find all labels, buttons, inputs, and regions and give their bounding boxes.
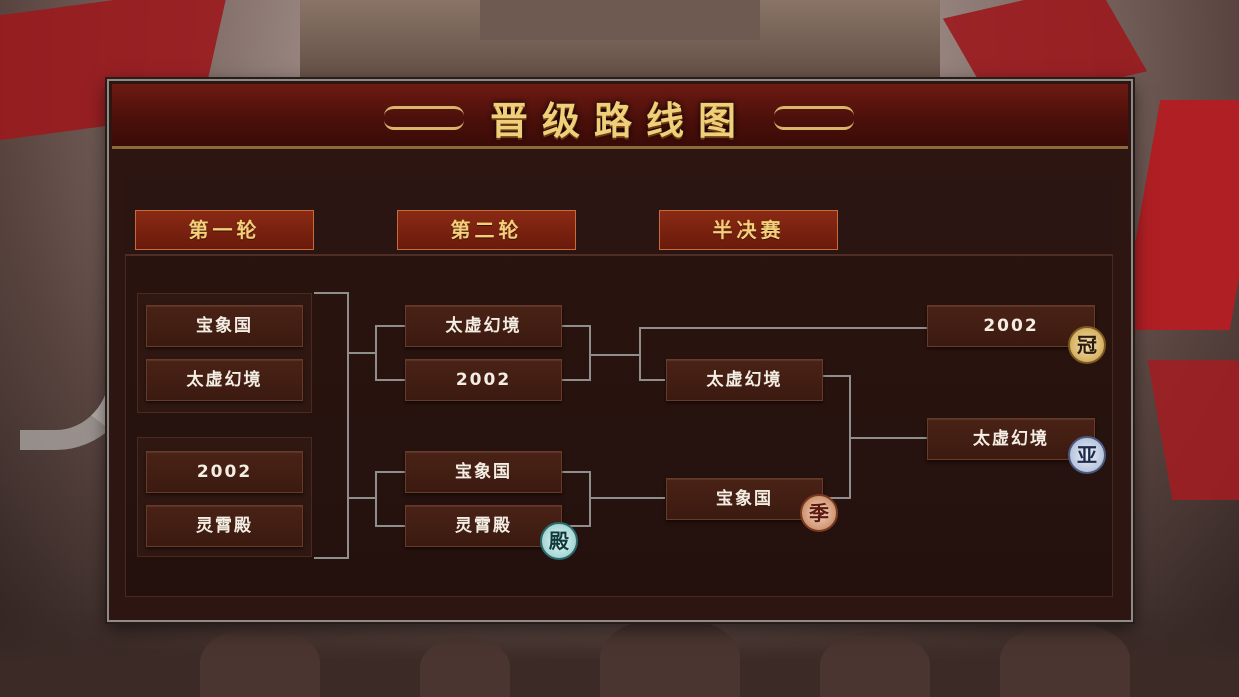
scroll-ornament-left xyxy=(384,106,464,130)
champion-seal-icon: 冠 xyxy=(1068,326,1106,364)
team-slot-semi-2[interactable]: 宝象国 xyxy=(666,478,823,520)
background-crowd xyxy=(0,607,1239,697)
team-slot-r2-2[interactable]: 2002 xyxy=(405,359,562,401)
panel-header: 晋级路线图 xyxy=(112,84,1128,149)
team-slot-r2-1[interactable]: 太虚幻境 xyxy=(405,305,562,347)
page-title: 晋级路线图 xyxy=(489,98,750,143)
team-slot-r2-4[interactable]: 灵霄殿 xyxy=(405,505,562,547)
team-slot-r1-2[interactable]: 太虚幻境 xyxy=(146,359,303,401)
scroll-ornament-right xyxy=(774,106,854,130)
round-label-semifinal: 半决赛 xyxy=(659,210,838,250)
team-slot-r1-1[interactable]: 宝象国 xyxy=(146,305,303,347)
fourth-place-seal-icon: 殿 xyxy=(540,522,578,560)
runner-up-seal-icon: 亚 xyxy=(1068,436,1106,474)
third-place-seal-icon: 季 xyxy=(800,494,838,532)
team-slot-r2-3[interactable]: 宝象国 xyxy=(405,451,562,493)
round-label-first: 第一轮 xyxy=(135,210,314,250)
team-slot-r1-3[interactable]: 2002 xyxy=(146,451,303,493)
team-slot-r1-4[interactable]: 灵霄殿 xyxy=(146,505,303,547)
team-slot-semi-1[interactable]: 太虚幻境 xyxy=(666,359,823,401)
round-label-second: 第二轮 xyxy=(397,210,576,250)
team-slot-final-1[interactable]: 2002 xyxy=(927,305,1095,347)
